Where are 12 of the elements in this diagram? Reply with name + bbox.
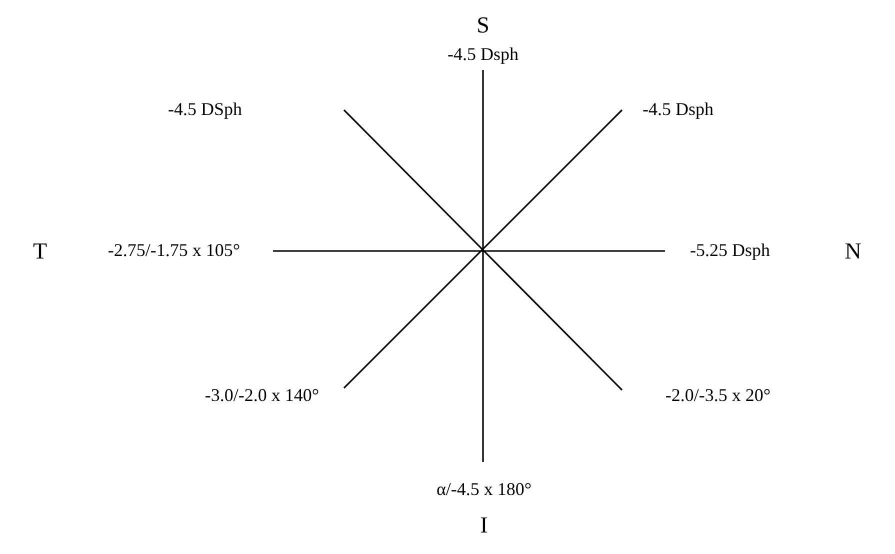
direction-letter: I [480, 512, 488, 538]
power-value: -2.75/-1.75 x 105° [108, 241, 240, 261]
power-value: -5.25 Dsph [690, 241, 770, 261]
power-value: -4.5 Dsph [642, 100, 714, 120]
direction-letter: S [476, 12, 490, 38]
power-value: -2.0/-3.5 x 20° [665, 386, 771, 406]
power-value: -4.5 Dsph [448, 45, 518, 65]
power-value: α/-4.5 x 180° [436, 480, 532, 500]
direction-letter: T [32, 238, 48, 264]
direction-letter: N [844, 238, 862, 264]
power-value: -4.5 DSph [168, 100, 242, 120]
power-value: -3.0/-2.0 x 140° [204, 386, 320, 406]
